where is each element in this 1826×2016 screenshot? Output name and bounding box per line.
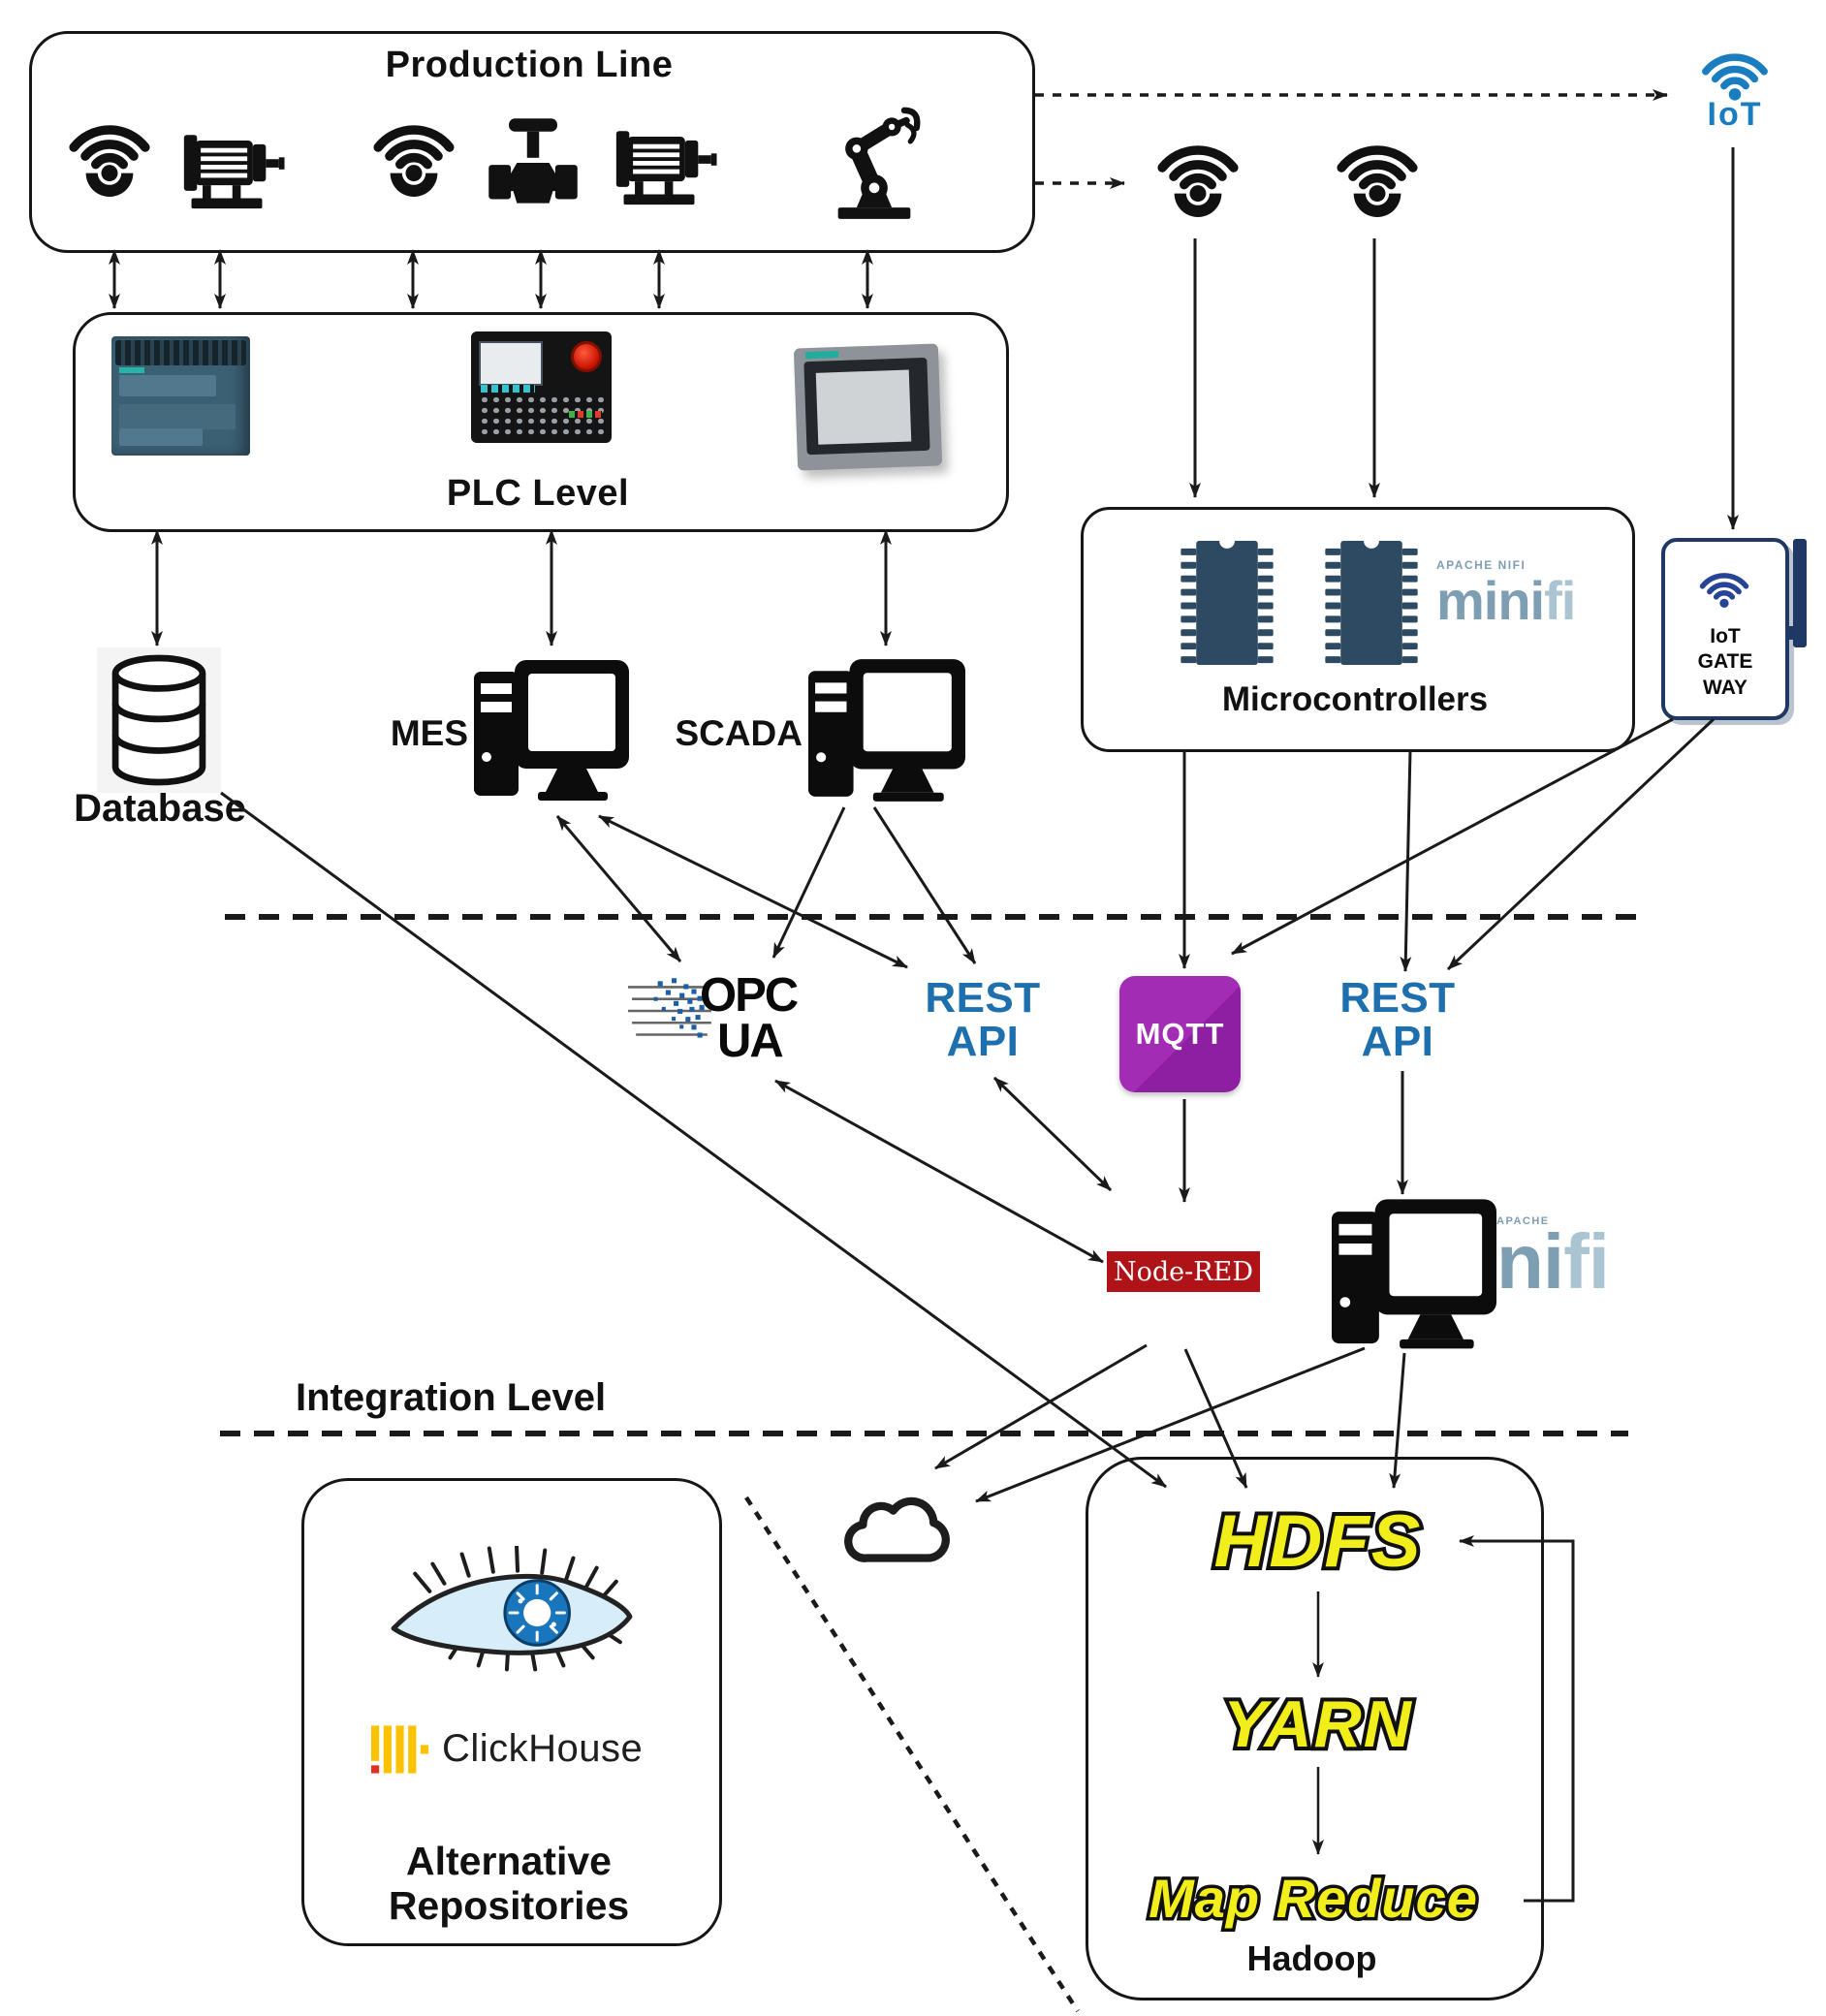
microchip-icon: [1165, 533, 1289, 673]
mes-computer-icon: [474, 659, 629, 806]
alternative-repositories-label: Alternative Repositories: [301, 1839, 716, 1929]
nifi-word-fi: fi: [1563, 1218, 1610, 1305]
siemens-plc-image: [111, 336, 250, 456]
iot-gateway-label: IoT GATE WAY: [1665, 624, 1785, 701]
alt-line2: Repositories: [388, 1882, 630, 1928]
hadoop-label: Hadoop: [1246, 1938, 1377, 1978]
gateway-line3: WAY: [1703, 676, 1747, 699]
wireless-sensor-icon: [1145, 132, 1251, 235]
rest-api-left: REST API: [911, 974, 1055, 1065]
hdfs-text: HDFS: [1214, 1500, 1423, 1583]
minifi-logo: APACHE NIFI minifi: [1436, 558, 1630, 628]
api-text: API: [946, 1017, 1020, 1065]
clickhouse-eye-logo: [386, 1546, 640, 1684]
hdfs-logo: HDFS: [1211, 1496, 1425, 1587]
clickhouse-label: ClickHouse: [442, 1727, 644, 1770]
rest-api-right: REST API: [1326, 974, 1469, 1065]
integration-level-label: Integration Level: [296, 1376, 607, 1419]
gateway-line2: GATE: [1697, 650, 1753, 674]
minifi-word-fi: fi: [1544, 570, 1576, 631]
opc-ua-logo: OPC UA: [700, 969, 799, 1067]
nifi-computer-icon: [1332, 1198, 1496, 1355]
iot-label: IoT: [1707, 96, 1763, 133]
nifi-logo: APACHE nifi: [1496, 1215, 1652, 1301]
mapreduce-text: Map Reduce: [1149, 1868, 1478, 1929]
iot-icon: IoT: [1683, 43, 1787, 134]
api-text: API: [1361, 1017, 1434, 1065]
mes-label: MES: [390, 713, 468, 753]
scada-label: SCADA: [675, 713, 803, 753]
microcontrollers-label: Microcontrollers: [1221, 680, 1489, 718]
node-red-label: Node-RED: [1114, 1256, 1253, 1287]
nifi-word-ni: ni: [1496, 1218, 1564, 1305]
valve-icon: [480, 112, 586, 213]
clickhouse-bars-logo: [371, 1725, 429, 1774]
gateway-antenna: [1793, 539, 1807, 647]
mapreduce-logo: Map Reduce: [1146, 1865, 1481, 1933]
database-icon: [97, 647, 221, 793]
mqtt-box: MQTT: [1119, 976, 1241, 1092]
mqtt-label: MQTT: [1135, 1017, 1225, 1051]
scada-computer-icon: [808, 659, 965, 806]
cloud-icon: [839, 1469, 965, 1570]
wireless-sensor-icon: [58, 103, 161, 223]
node-red-box: Node-RED: [1107, 1251, 1260, 1292]
wireless-sensor-icon: [1324, 132, 1431, 235]
ua-text: UA: [717, 1014, 784, 1067]
plc-level-title: PLC Level: [446, 473, 630, 514]
apache-small-label: APACHE: [1496, 1215, 1550, 1227]
apache-nifi-small-label: APACHE NIFI: [1436, 558, 1527, 572]
motor-icon: [608, 114, 734, 207]
microchip-icon: [1309, 533, 1433, 673]
production-line-title: Production Line: [385, 45, 674, 85]
yarn-logo: YARN: [1219, 1684, 1415, 1765]
rest-text: REST: [1339, 974, 1456, 1022]
robot-arm-icon: [816, 97, 932, 221]
cnc-panel-image: [471, 331, 612, 443]
opc-text: OPC: [700, 969, 799, 1022]
iot-gateway-box: IoT GATE WAY: [1661, 538, 1789, 720]
motor-icon: [175, 118, 301, 211]
minifi-word: mini: [1436, 570, 1545, 631]
hmi-panel-image: [793, 343, 943, 471]
alt-line1: Alternative: [406, 1839, 612, 1883]
rest-text: REST: [925, 974, 1041, 1022]
gateway-line1: IoT: [1710, 625, 1741, 647]
database-label: Database: [74, 787, 246, 830]
yarn-text: YARN: [1223, 1687, 1413, 1761]
wireless-sensor-icon: [362, 103, 465, 223]
